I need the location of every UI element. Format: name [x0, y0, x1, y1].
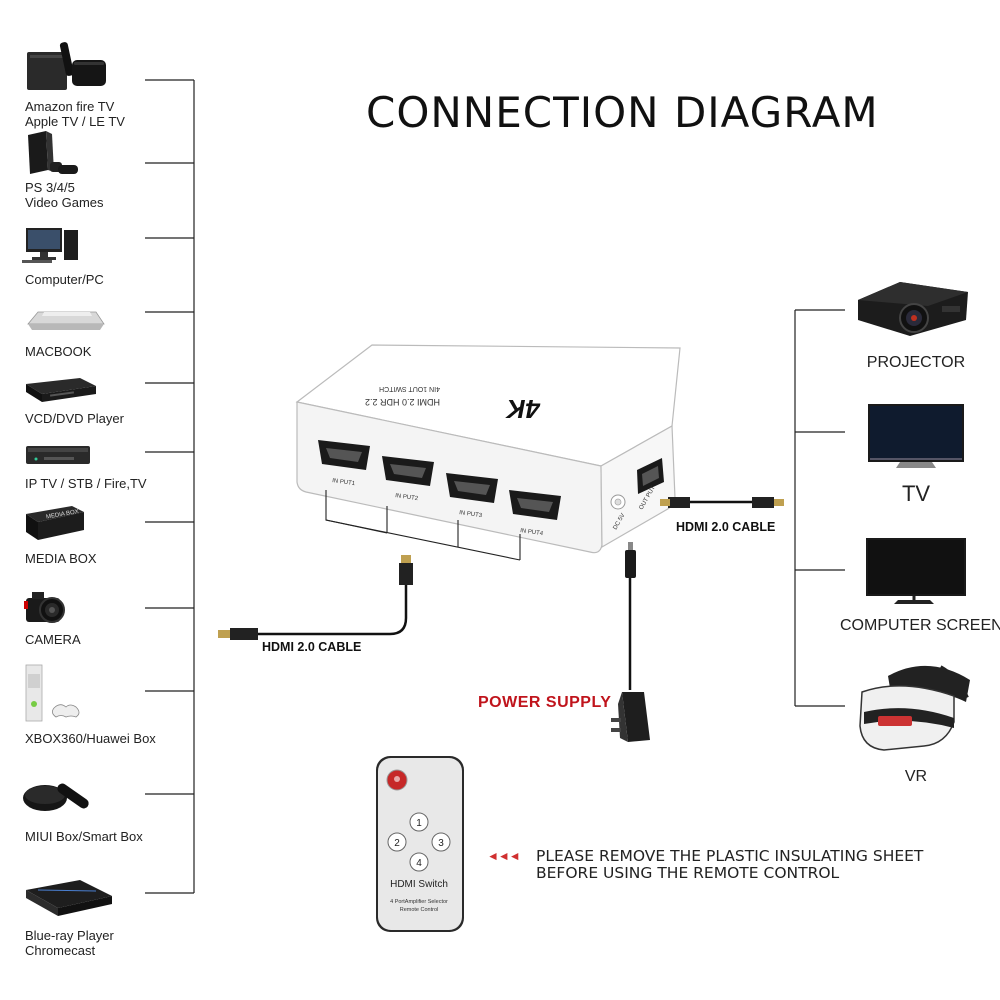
tv-icon	[868, 404, 964, 468]
remote-label: HDMI Switch	[390, 879, 448, 890]
note-arrow-icon: ◄◄◄	[487, 849, 521, 863]
remote-note: PLEASE REMOVE THE PLASTIC INSULATING SHE…	[536, 847, 924, 882]
output-label-tv: TV	[901, 481, 931, 506]
game-console-icon	[28, 131, 78, 174]
hdmi-input-port-3	[446, 473, 498, 503]
monitor-icon	[866, 538, 966, 604]
projector-icon	[858, 282, 968, 336]
input-port-label-4: IN PUT4	[520, 528, 544, 537]
source-label-console: PS 3/4/5 Video Games	[25, 180, 104, 210]
hdmi-input-port-4	[509, 490, 561, 520]
switch-subtitle-1: HDMI 2.0 HDR 2.2	[365, 397, 440, 407]
input-port-label-2: IN PUT2	[395, 493, 419, 502]
svg-text:MEDIA BOX: MEDIA BOX	[46, 509, 80, 521]
set-top-box-icon	[26, 446, 90, 464]
bluray-player-icon	[26, 880, 112, 916]
input-port-label-3: IN PUT3	[459, 510, 483, 519]
source-label-computer: Computer/PC	[25, 272, 104, 287]
remote-button-3: 3	[438, 838, 444, 849]
smart-box-icon	[23, 783, 89, 811]
source-label-iptv: IP TV / STB / Fire,TV	[25, 476, 147, 491]
source-label-media-box: MEDIA BOX	[25, 551, 97, 566]
remote-caption-1: 4 PortAmplifier Selector	[390, 899, 448, 905]
power-adapter-icon	[611, 692, 650, 742]
switch-brand-label: 4K	[505, 394, 541, 424]
input-cable-label: HDMI 2.0 CABLE	[262, 640, 362, 654]
switch-subtitle-2: 4IN 1OUT SWITCH	[379, 385, 440, 392]
output-hdmi-cable	[660, 497, 784, 508]
dvd-player-icon	[26, 378, 96, 402]
output-connector-lines	[794, 309, 845, 707]
output-label-monitor: COMPUTER SCREEN	[840, 617, 1000, 634]
remote-caption-2: Remote Control	[400, 907, 439, 913]
power-supply-label: POWER SUPPLY	[478, 694, 612, 711]
output-cable-label: HDMI 2.0 CABLE	[676, 520, 776, 534]
laptop-icon	[27, 311, 105, 330]
xbox-icon	[25, 664, 80, 722]
hdmi-input-port-2	[382, 456, 434, 486]
media-box-icon: MEDIA BOX	[26, 506, 84, 540]
source-label-camera: CAMERA	[25, 632, 81, 647]
camera-icon	[24, 592, 65, 623]
remote-button-1: 1	[416, 818, 422, 829]
remote-button-4: 4	[416, 858, 422, 869]
hdmi-output-port	[637, 458, 664, 494]
output-label-vr: VR	[904, 768, 928, 785]
source-label-streaming: Amazon fire TV Apple TV / LE TV	[25, 99, 125, 129]
remote-control	[376, 756, 464, 932]
source-label-bluray: Blue-ray Player Chromecast	[25, 928, 114, 958]
input-bracket-lines	[325, 490, 521, 561]
input-port-label-1: IN PUT1	[332, 478, 356, 487]
power-cable	[625, 542, 636, 690]
vr-headset-icon	[859, 665, 970, 751]
hdmi-input-port-1	[318, 440, 370, 470]
page-title: CONNECTION DIAGRAM	[366, 88, 879, 137]
source-label-xbox: XBOX360/Huawei Box	[25, 731, 156, 746]
output-label-projector: PROJECTOR	[866, 354, 966, 371]
source-connector-lines	[145, 79, 195, 894]
remote-button-2: 2	[394, 838, 400, 849]
streaming-box-icon	[27, 42, 106, 90]
source-label-macbook: MACBOOK	[25, 344, 92, 359]
desktop-computer-icon	[22, 228, 78, 263]
source-label-dvd: VCD/DVD Player	[25, 411, 124, 426]
remote-buttons	[387, 812, 451, 872]
source-label-smart-box: MIUI Box/Smart Box	[25, 829, 143, 844]
input-hdmi-cable	[218, 555, 413, 640]
